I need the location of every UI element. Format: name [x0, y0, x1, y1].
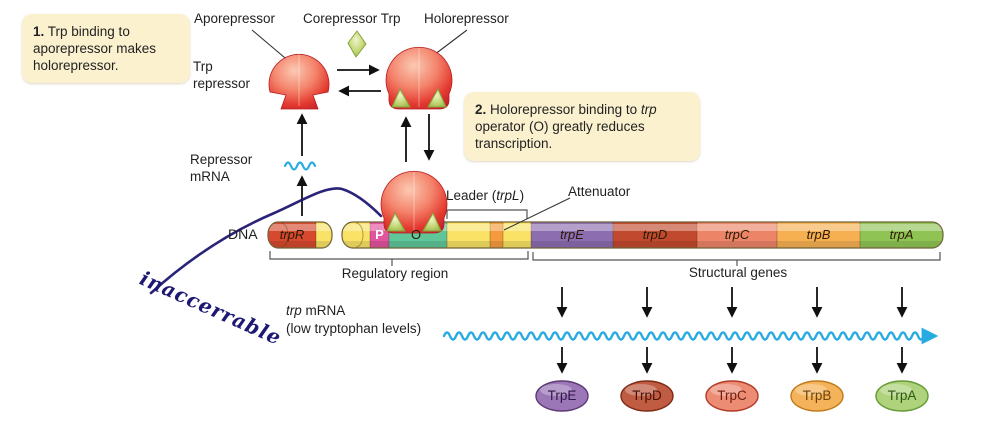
dna-operon-cylinder — [341, 221, 944, 249]
leader-label: Leader (trpL) — [446, 188, 525, 203]
dna-segment-label-trpB: trpB — [806, 227, 831, 242]
product-label-TrpB: TrpB — [802, 388, 832, 403]
trp-repressor-label: Trp repressor — [193, 59, 251, 91]
trpC-product-oval — [705, 380, 759, 412]
structural-genes-label: Structural genes — [688, 265, 788, 280]
dna-segment-label-trpA: trpA — [889, 227, 914, 242]
dna-segment-label-P: P — [375, 227, 384, 242]
dna-bound-holorepressor-shape — [380, 170, 448, 234]
regulatory-region-label: Regulatory region — [341, 266, 449, 281]
trpB-product-oval — [790, 380, 844, 412]
dna-segment-label-trpR: trpR — [279, 227, 305, 242]
aporepressor-label: Aporepressor — [194, 11, 276, 26]
product-label-TrpD: TrpD — [632, 388, 662, 403]
callout-1-number: 1. — [33, 24, 45, 39]
callout-step-2: 2. Holorepressor binding to trp operator… — [464, 92, 700, 161]
trp-mrna-wave — [442, 331, 926, 341]
handwritten-curve — [149, 187, 383, 295]
structural-bracket — [532, 252, 941, 261]
repressor-mrna-label: Repressor mRNA — [190, 152, 253, 184]
aporepressor-shape — [268, 50, 330, 110]
dna-segment-label-trpC: trpC — [724, 227, 750, 242]
callout-2-gene: trp — [640, 102, 657, 117]
callout-2-text-pre: Holorepressor binding to — [486, 102, 641, 117]
callout-1-text: Trp binding to aporepressor makes holore… — [33, 24, 157, 73]
holorepressor-label: Holorepressor — [424, 11, 509, 26]
regulatory-bracket — [269, 251, 529, 260]
repressor-mrna-squiggle — [283, 161, 317, 171]
callout-2-text-post: operator (O) greatly reduces transcripti… — [475, 119, 645, 151]
corepressor-label: Corepressor Trp — [303, 11, 401, 26]
product-label-TrpE: TrpE — [547, 388, 577, 403]
trpA-product-oval — [875, 380, 929, 412]
product-ovals — [535, 380, 929, 412]
product-label-TrpA: TrpA — [887, 388, 917, 403]
dna-trpR-cylinder — [267, 221, 333, 249]
dna-segment-label-trpD: trpD — [642, 227, 668, 242]
dna-segment-label-trpE: trpE — [560, 227, 584, 242]
dna-label: DNA — [228, 226, 258, 242]
callout-2-number: 2. — [475, 102, 487, 117]
attenuator-label: Attenuator — [568, 184, 631, 199]
callout-step-1: 1. Trp binding to aporepressor makes hol… — [22, 14, 190, 83]
trp-mrna-label: trp mRNA (low tryptophan levels) — [286, 303, 422, 336]
corepressor-trp-shape — [347, 30, 367, 58]
trpE-product-oval — [535, 380, 589, 412]
leader-bracket — [446, 209, 528, 219]
holorepressor-shape — [385, 46, 453, 110]
product-label-TrpC: TrpC — [717, 388, 747, 403]
trpD-product-oval — [620, 380, 674, 412]
dna-segment-label-O: O — [410, 227, 422, 242]
attenuator-pointer-line — [503, 197, 571, 231]
